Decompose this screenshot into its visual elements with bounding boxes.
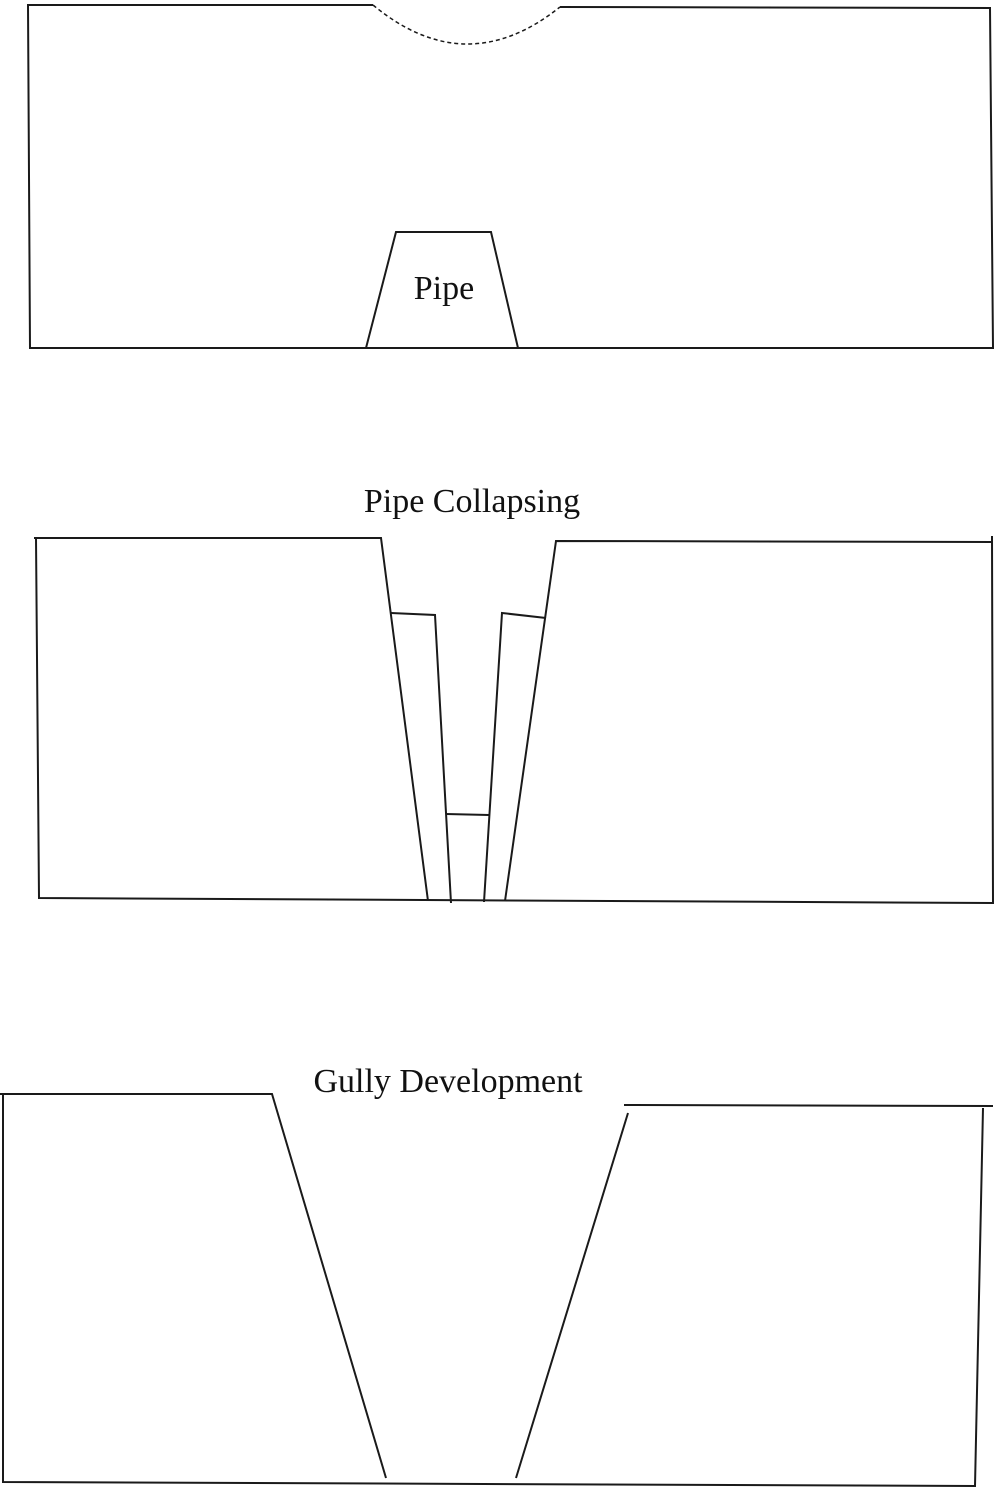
gully-base-outline xyxy=(3,1094,983,1486)
stage-pipe: Pipe xyxy=(28,5,993,348)
fallen-pipe-roof xyxy=(446,814,489,815)
surface-depression xyxy=(373,5,560,44)
gully-development-label: Gully Development xyxy=(313,1063,583,1100)
pipe-collapsing-label: Pipe Collapsing xyxy=(364,483,580,520)
right-soil-block xyxy=(505,541,992,901)
right-collapsed-slab xyxy=(484,613,546,902)
right-gully-wall xyxy=(516,1105,993,1478)
left-collapsed-slab xyxy=(391,613,451,903)
stage-pipe-collapsing: Pipe Collapsing xyxy=(34,483,993,903)
soil-block-outline xyxy=(28,5,993,348)
left-gully-wall xyxy=(0,1094,386,1478)
stage-gully-development: Gully Development xyxy=(0,1063,993,1486)
pipe-label: Pipe xyxy=(414,270,474,307)
